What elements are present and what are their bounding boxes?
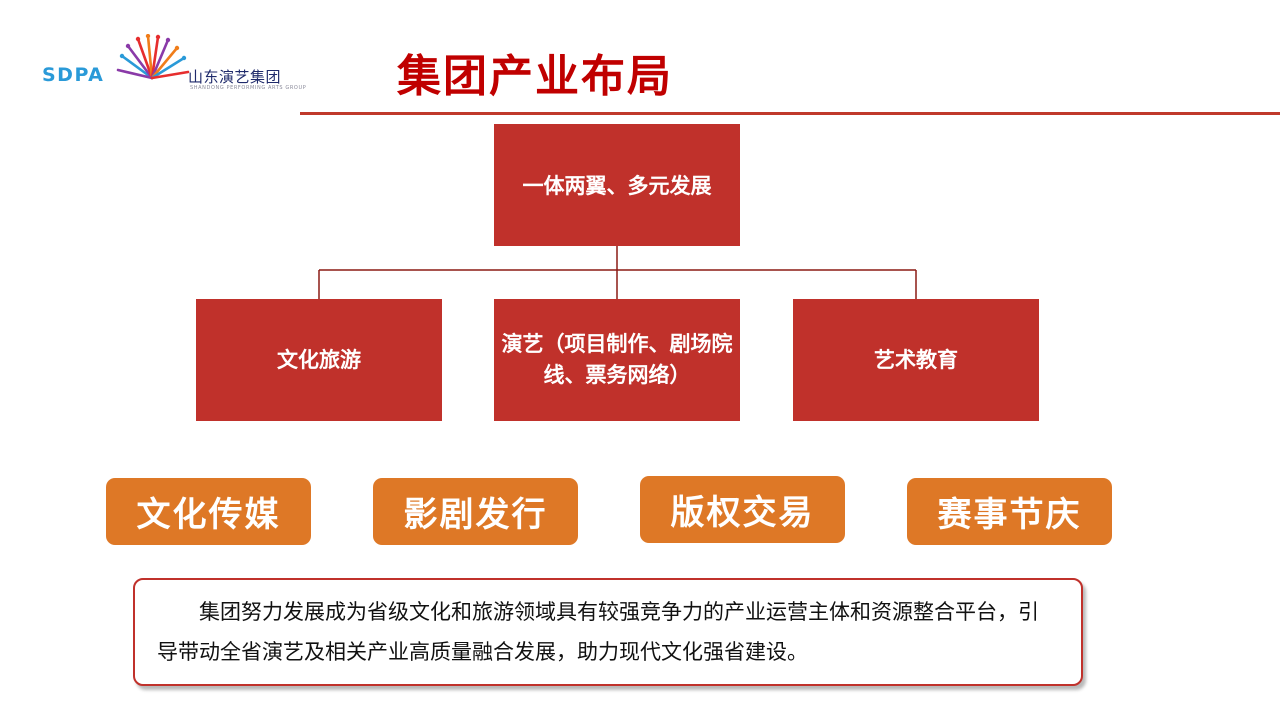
tree-child-label: 艺术教育 bbox=[874, 347, 958, 372]
pill-film-distribution: 影剧发行 bbox=[373, 478, 578, 545]
logo-abbreviation: SDPA bbox=[42, 64, 105, 86]
pill-copyright-trading: 版权交易 bbox=[640, 476, 845, 543]
tree-child-label: 演艺（项目制作、剧场院线、票务网络） bbox=[501, 332, 733, 387]
description-text: 集团努力发展成为省级文化和旅游领域具有较强竞争力的产业运营主体和资源整合平台，引… bbox=[157, 600, 1039, 664]
pill-label: 赛事节庆 bbox=[937, 495, 1082, 535]
tree-child-box-arts-education: 艺术教育 bbox=[793, 299, 1039, 421]
pill-label: 版权交易 bbox=[670, 493, 815, 533]
pill-culture-media: 文化传媒 bbox=[106, 478, 311, 545]
logo-name-chinese: 山东演艺集团 bbox=[188, 68, 282, 86]
pill-label: 影剧发行 bbox=[403, 495, 548, 535]
tree-child-box-performing-arts: 演艺（项目制作、剧场院线、票务网络） bbox=[494, 299, 740, 421]
pill-events-festivals: 赛事节庆 bbox=[907, 478, 1112, 545]
company-logo: SDPA bbox=[40, 34, 310, 94]
logo-name-english: SHANDONG PERFORMING ARTS GROUP bbox=[190, 85, 307, 91]
logo-mark-icon bbox=[116, 34, 190, 80]
pill-label: 文化传媒 bbox=[136, 495, 281, 535]
tree-child-label: 文化旅游 bbox=[277, 347, 361, 372]
title-divider bbox=[300, 112, 1280, 115]
tree-child-box-culture-tourism: 文化旅游 bbox=[196, 299, 442, 421]
tree-root-label: 一体两翼、多元发展 bbox=[522, 174, 712, 198]
description-box: 集团努力发展成为省级文化和旅游领域具有较强竞争力的产业运营主体和资源整合平台，引… bbox=[133, 578, 1083, 686]
tree-root-box: 一体两翼、多元发展 bbox=[494, 124, 740, 246]
page-title: 集团产业布局 bbox=[397, 51, 673, 102]
